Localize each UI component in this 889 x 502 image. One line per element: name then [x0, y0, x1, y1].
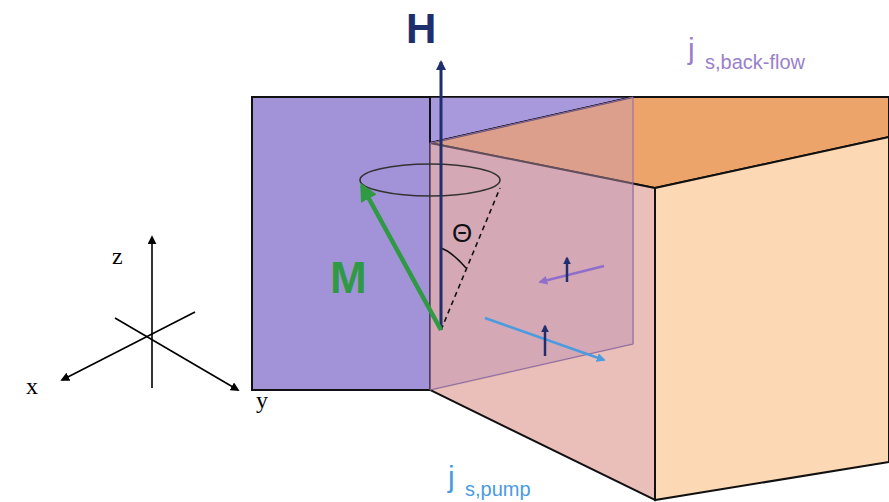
field-arrow: [440, 62, 443, 330]
y-axis: [115, 318, 238, 390]
z-axis: [151, 237, 153, 388]
current-symbol: j: [688, 34, 695, 64]
spin-up-arrow: [544, 326, 547, 356]
current-subscript: s,pump: [465, 479, 531, 499]
magnetization-label: M: [330, 256, 367, 300]
x-axis: [62, 312, 195, 380]
axis-label: y: [256, 388, 268, 412]
backflow-arrow: [540, 266, 604, 282]
precession-ellipse: [360, 164, 500, 196]
field-label: H: [406, 8, 436, 50]
angle-label: Θ: [452, 220, 472, 246]
magnetization-arrow: [362, 186, 441, 330]
axis-label: z: [112, 244, 123, 268]
pump-arrow: [485, 318, 604, 360]
theta-arc: [441, 248, 466, 268]
metal-front: [655, 137, 889, 500]
axis-label: x: [26, 374, 38, 398]
cone-dashed-line: [441, 188, 500, 330]
interface-tint: [430, 97, 633, 390]
spin-up-arrow: [566, 258, 569, 282]
current-subscript: s,back-flow: [705, 52, 805, 72]
current-symbol: j: [448, 462, 455, 492]
